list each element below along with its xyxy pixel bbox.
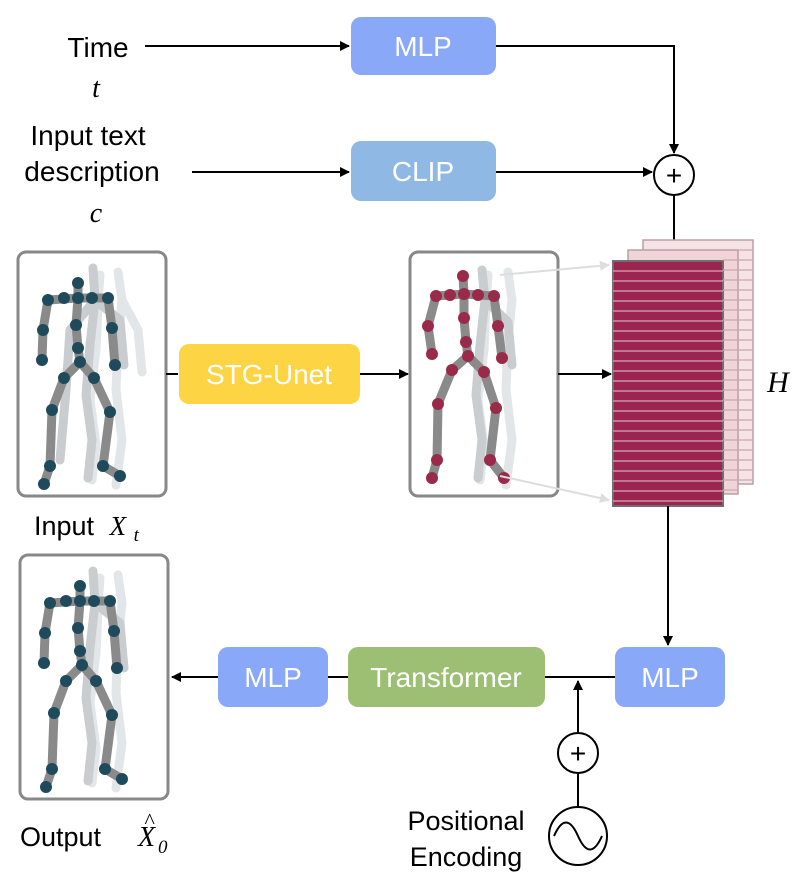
output-skeleton [38, 566, 129, 793]
text-label-line1: Input text [30, 120, 145, 151]
mlp-right-box [615, 647, 725, 707]
output-subscript: 0 [158, 837, 168, 858]
text-symbol: c [90, 198, 103, 229]
time-symbol: t [92, 73, 101, 104]
text-label-line2: description [24, 156, 159, 187]
output-word: Output [20, 822, 102, 852]
feature-skeleton [422, 265, 517, 490]
transformer-box [348, 647, 545, 707]
add-bottom-symbol: + [570, 738, 586, 769]
stg-unet-label: STG-Unet [206, 359, 332, 390]
input-symbol: X [109, 511, 128, 541]
hidden-symbol: H [766, 366, 791, 399]
pos-enc-line2: Encoding [410, 842, 523, 872]
time-label: Time [67, 32, 128, 63]
output-symbol: X [137, 822, 156, 853]
mlp-time-label: MLP [394, 31, 452, 62]
guide-line-top [499, 260, 610, 276]
clip-label: CLIP [392, 156, 454, 187]
arrow-mlp-to-add [496, 45, 679, 154]
transformer-label: Transformer [370, 662, 521, 693]
clip-box [351, 141, 496, 201]
mlp-out-label: MLP [244, 662, 302, 693]
mlp-out-box [218, 647, 328, 707]
pos-enc-line1: Positional [407, 806, 524, 836]
input-word: Input [34, 511, 95, 541]
output-hat: ^ [144, 808, 155, 833]
mlp-time-box [351, 17, 496, 75]
mlp-right-label: MLP [641, 662, 699, 693]
hidden-feature-stack [612, 239, 754, 507]
input-subscript: t [134, 525, 140, 546]
stg-unet-box [179, 344, 360, 404]
input-caption: Input X t [34, 511, 140, 546]
sine-wave-curve [553, 821, 603, 851]
guide-line-bottom [499, 475, 610, 503]
input-skeleton [36, 263, 147, 490]
add-top-symbol: + [666, 160, 682, 191]
